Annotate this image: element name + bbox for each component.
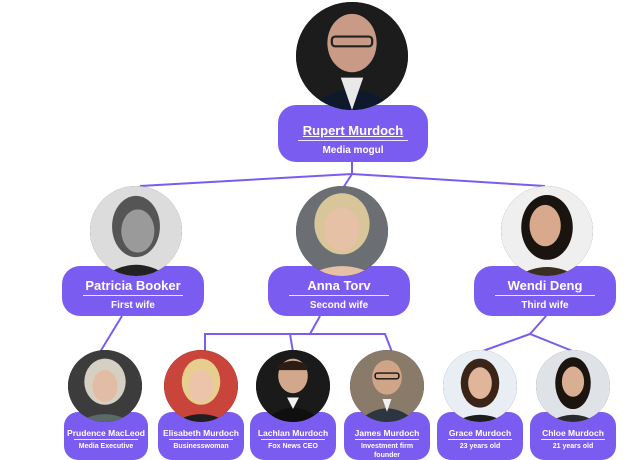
- elisabeth-murdoch-name: Elisabeth Murdoch: [162, 428, 240, 438]
- prudence-macleod-subtitle: Media Executive: [78, 443, 134, 450]
- james-murdoch-name: James Murdoch: [354, 428, 420, 438]
- chloe-murdoch-name: Chloe Murdoch: [542, 428, 604, 438]
- patricia-booker-subtitle: First wife: [111, 300, 155, 311]
- connector-to-patricia: [139, 173, 353, 187]
- lachlan-murdoch-card: Lachlan Murdoch Fox News CEO: [250, 412, 336, 460]
- lachlan-murdoch-photo: [256, 350, 330, 422]
- james-murdoch-card: James Murdoch Investment firm founder: [344, 412, 430, 460]
- wendi-deng-name: Wendi Deng: [507, 278, 583, 293]
- connector-anna-bus: [204, 333, 393, 353]
- james-murdoch-subtitle: Investment firm founder: [360, 443, 414, 459]
- connector-to-wendi: [351, 173, 546, 187]
- card-divider: [495, 295, 595, 296]
- card-divider: [541, 439, 605, 440]
- chloe-murdoch-subtitle: 21 years old: [552, 443, 594, 450]
- chloe-murdoch-photo: [536, 350, 610, 422]
- rupert-murdoch-subtitle: Media mogul: [322, 145, 384, 156]
- connector-wendi-trunk: [529, 315, 547, 335]
- wendi-deng-photo: [501, 186, 593, 276]
- rupert-murdoch-photo: [296, 2, 408, 110]
- patricia-booker-photo: [90, 186, 182, 276]
- anna-torv-name: Anna Torv: [307, 278, 371, 293]
- card-divider: [74, 439, 138, 440]
- connector-anna-trunk: [309, 315, 321, 335]
- grace-murdoch-name: Grace Murdoch: [448, 428, 512, 438]
- card-divider: [289, 295, 389, 296]
- card-divider: [448, 439, 512, 440]
- card-divider: [169, 439, 233, 440]
- patricia-booker-name: Patricia Booker: [85, 278, 181, 293]
- elisabeth-murdoch-subtitle: Businesswoman: [173, 443, 229, 450]
- grace-murdoch-subtitle: 23 years old: [459, 443, 501, 450]
- elisabeth-murdoch-photo: [164, 350, 238, 422]
- connector-to-anna: [342, 173, 353, 189]
- card-divider: [298, 140, 408, 141]
- rupert-murdoch-name: Rupert Murdoch: [302, 123, 404, 138]
- lachlan-murdoch-name: Lachlan Murdoch: [257, 428, 329, 438]
- james-murdoch-photo: [350, 350, 424, 422]
- connector-wendi-bus: [479, 332, 576, 353]
- rupert-murdoch-card: Rupert Murdoch Media mogul: [278, 105, 428, 162]
- card-divider: [83, 295, 183, 296]
- card-divider: [355, 439, 419, 440]
- prudence-macleod-photo: [68, 350, 142, 422]
- wendi-deng-subtitle: Third wife: [521, 300, 569, 311]
- prudence-macleod-card: Prudence MacLeod Media Executive: [64, 412, 148, 460]
- anna-torv-photo: [296, 186, 388, 276]
- card-divider: [261, 439, 325, 440]
- connector-to-lachlan: [289, 333, 294, 353]
- prudence-macleod-name: Prudence MacLeod: [67, 428, 145, 438]
- grace-murdoch-photo: [443, 350, 517, 422]
- anna-torv-subtitle: Second wife: [309, 300, 369, 311]
- connector-patricia-prudence: [99, 315, 123, 353]
- lachlan-murdoch-subtitle: Fox News CEO: [268, 443, 318, 450]
